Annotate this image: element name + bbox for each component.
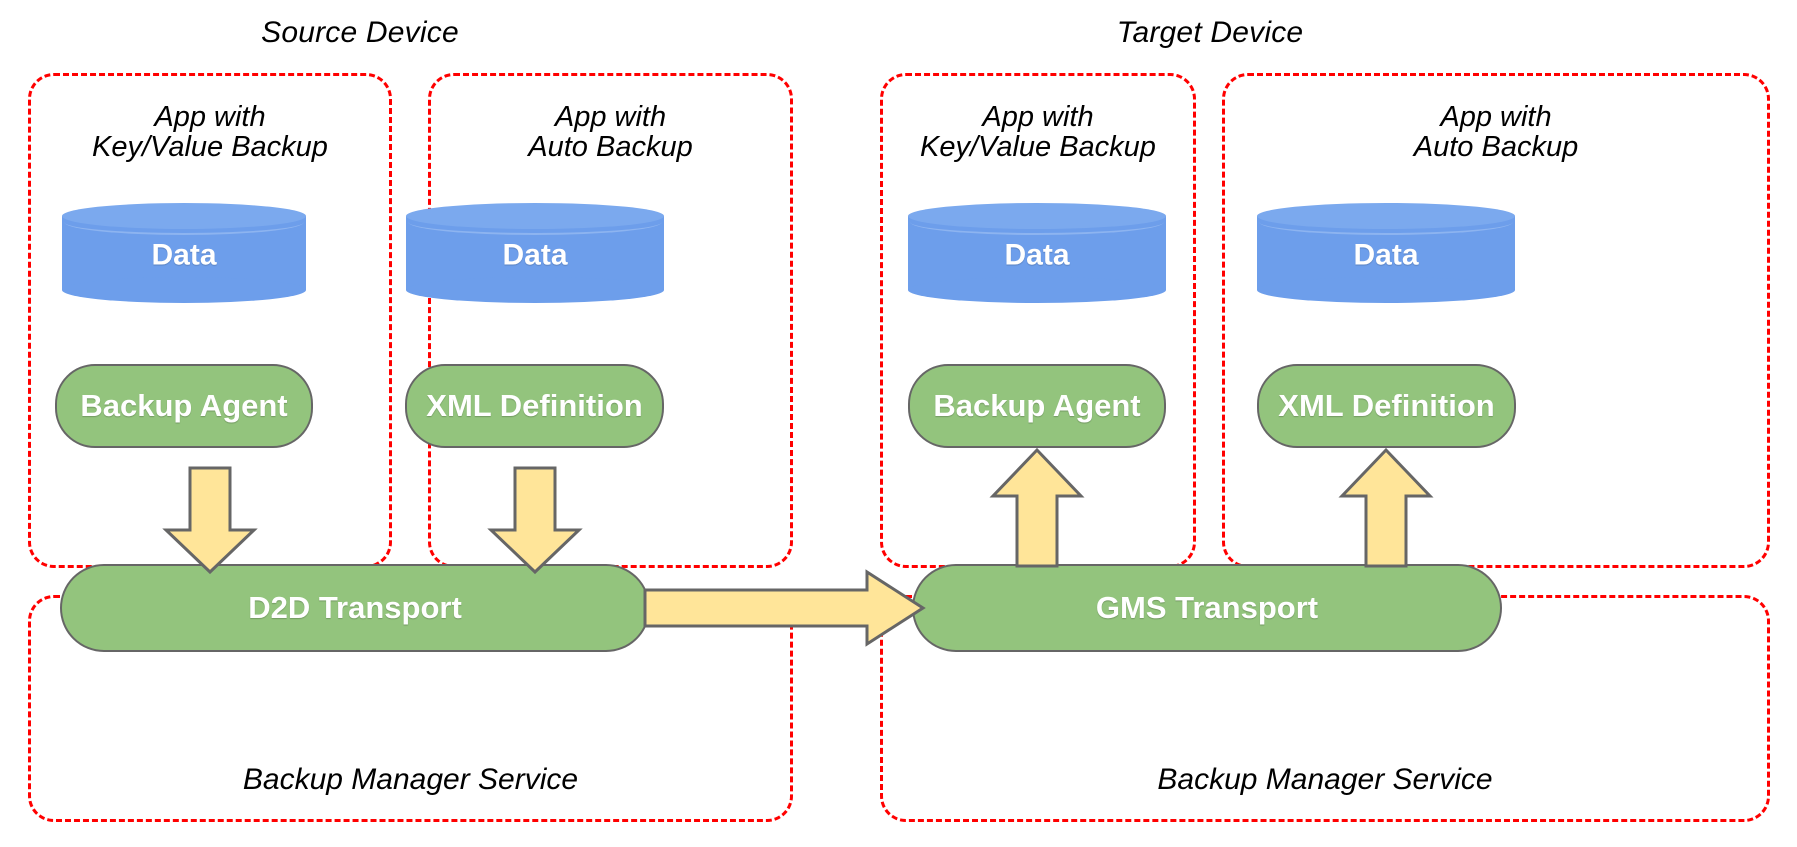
target-backup-agent-label: Backup Agent (933, 388, 1141, 423)
target-backup-manager-service-caption: Backup Manager Service (1157, 763, 1493, 796)
cylinder-bottom-ellipse (908, 277, 1166, 303)
cylinder-bottom-ellipse (62, 277, 306, 303)
arrow-d2d-to-gms-transport (643, 569, 926, 647)
target-app-keyvalue-data-cylinder: Data (908, 203, 1166, 303)
cylinder-rim (1259, 209, 1513, 235)
caption-line-1: App with (982, 101, 1094, 133)
target-xml-definition-label: XML Definition (1278, 388, 1495, 423)
source-app-keyvalue-caption: App with Key/Value Backup (31, 102, 389, 163)
source-xml-definition-box: XML Definition (405, 364, 664, 448)
target-xml-definition-box: XML Definition (1257, 364, 1516, 448)
cylinder-bottom-ellipse (1257, 277, 1515, 303)
arrow-gms-to-target-backup-agent (977, 447, 1097, 568)
source-xml-definition-label: XML Definition (426, 388, 643, 423)
gms-transport-label: GMS Transport (1095, 590, 1319, 625)
source-device-title: Source Device (261, 16, 459, 49)
caption-line-2: Auto Backup (1413, 131, 1579, 164)
caption-line-2: Key/Value Backup (920, 131, 1156, 164)
source-backup-agent-label: Backup Agent (80, 388, 288, 423)
target-app-keyvalue-caption: App with Key/Value Backup (883, 102, 1193, 163)
cylinder-label: Data (502, 238, 568, 272)
cylinder-rim (408, 209, 662, 235)
gms-transport-box: GMS Transport (912, 564, 1502, 652)
source-backup-agent-box: Backup Agent (55, 364, 313, 448)
target-app-autobackup-caption: App with Auto Backup (1225, 102, 1767, 163)
source-app-autobackup-data-cylinder: Data (406, 203, 664, 303)
target-app-autobackup-data-cylinder: Data (1257, 203, 1515, 303)
target-device-title: Target Device (1116, 16, 1304, 49)
source-app-autobackup-caption: App with Auto Backup (431, 102, 790, 163)
caption-line-2: Auto Backup (528, 131, 693, 164)
cylinder-label: Data (1353, 238, 1419, 272)
arrow-source-backup-agent-to-d2d (150, 466, 270, 575)
cylinder-label: Data (1004, 238, 1070, 272)
source-backup-manager-service-caption: Backup Manager Service (242, 763, 579, 796)
source-app-keyvalue-data-cylinder: Data (62, 203, 306, 303)
arrow-gms-to-target-xml-definition (1326, 447, 1446, 568)
caption-line-1: App with (1440, 101, 1552, 133)
d2d-transport-box: D2D Transport (60, 564, 650, 652)
caption-line-1: App with (154, 101, 266, 133)
target-app-autobackup-container: App with Auto Backup (1222, 73, 1770, 568)
d2d-transport-label: D2D Transport (248, 590, 462, 625)
source-app-autobackup-container: App with Auto Backup (428, 73, 793, 568)
cylinder-rim (64, 209, 304, 235)
caption-line-1: App with (554, 101, 667, 133)
target-app-keyvalue-container: App with Key/Value Backup (880, 73, 1196, 568)
cylinder-bottom-ellipse (406, 277, 664, 303)
cylinder-label: Data (151, 238, 217, 272)
target-backup-agent-box: Backup Agent (908, 364, 1166, 448)
arrow-source-xml-definition-to-d2d (475, 466, 595, 575)
caption-line-2: Key/Value Backup (92, 131, 328, 164)
cylinder-rim (910, 209, 1164, 235)
